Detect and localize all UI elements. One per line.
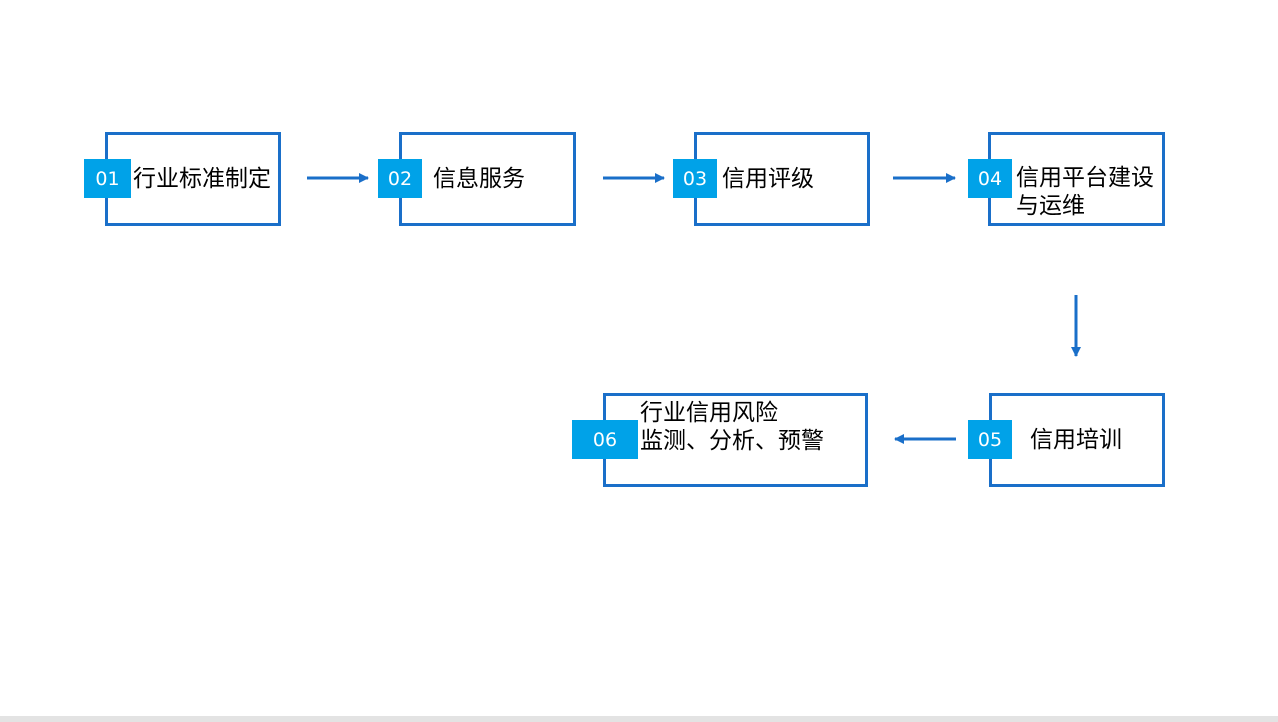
step-label-4: 信用平台建设 与运维 xyxy=(1016,164,1154,220)
step-label-5: 信用培训 xyxy=(1030,426,1122,454)
step-box-1 xyxy=(105,132,281,226)
step-label-6: 行业信用风险 监测、分析、预警 xyxy=(640,399,824,455)
step-label-6-line-2: 监测、分析、预警 xyxy=(640,428,824,454)
step-label-6-line-1: 行业信用风险 xyxy=(640,400,778,426)
step-box-6 xyxy=(603,393,868,487)
step-number-badge-2: 02 xyxy=(378,159,422,198)
step-label-3: 信用评级 xyxy=(722,165,814,193)
step-label-4-line-2: 与运维 xyxy=(1016,193,1085,219)
step-label-1-line-1: 行业标准制定 xyxy=(133,166,271,192)
step-box-3 xyxy=(694,132,870,226)
step-box-2 xyxy=(399,132,576,226)
step-label-3-line-1: 信用评级 xyxy=(722,166,814,192)
step-box-4 xyxy=(988,132,1165,226)
step-label-4-line-1: 信用平台建设 xyxy=(1016,165,1154,191)
bottom-divider xyxy=(0,716,1278,722)
step-number-badge-6: 06 xyxy=(572,420,638,459)
step-box-5 xyxy=(989,393,1165,487)
step-label-5-line-1: 信用培训 xyxy=(1030,427,1122,453)
step-number-badge-4: 04 xyxy=(968,159,1012,198)
step-label-2-line-1: 信息服务 xyxy=(433,166,525,192)
step-label-2: 信息服务 xyxy=(433,165,525,193)
step-number-badge-5: 05 xyxy=(968,420,1012,459)
step-label-1: 行业标准制定 xyxy=(133,165,271,193)
step-number-badge-1: 01 xyxy=(84,159,131,198)
step-number-badge-3: 03 xyxy=(673,159,717,198)
